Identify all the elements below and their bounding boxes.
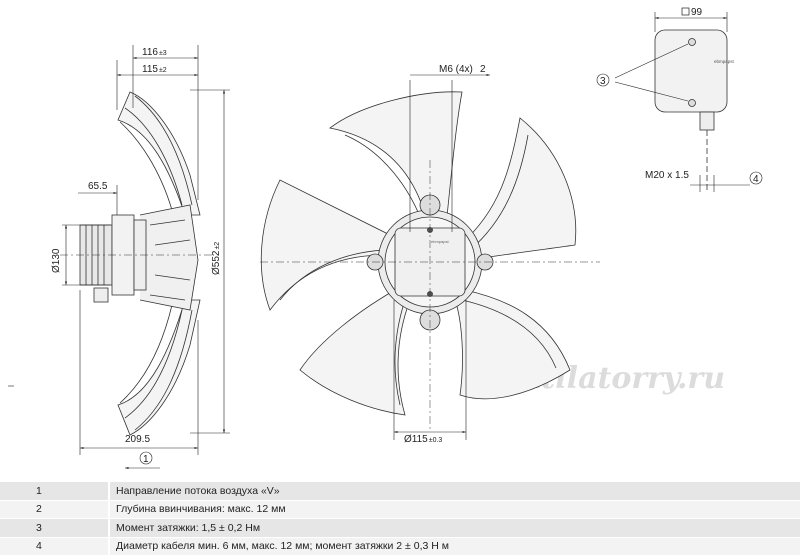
table-row: 3 Момент затяжки: 1,5 ± 0,2 Нм (0, 518, 800, 538)
callout-circle-4 (749, 171, 763, 185)
callout-4: 4 (753, 174, 759, 185)
dim-99: 99 (691, 7, 703, 18)
note-num: 3 (0, 518, 110, 538)
front-dimensions (393, 73, 490, 440)
callout-2: 2 (480, 64, 486, 75)
dim-m6: M6 (4x) (439, 64, 473, 75)
table-row: 2 Глубина ввинчивания: макс. 12 мм (0, 500, 800, 519)
side-dimensions (8, 45, 230, 470)
note-num: 1 (0, 482, 110, 501)
note-text: Глубина ввинчивания: макс. 12 мм (109, 500, 800, 519)
side-view (60, 91, 215, 436)
note-text: Направление потока воздуха «V» (109, 482, 800, 501)
dim-116: 116±3 (142, 47, 167, 58)
table-row: 1 Направление потока воздуха «V» (0, 482, 800, 501)
dim-209-5: 209.5 (125, 434, 150, 445)
callout-circle-3 (596, 73, 610, 87)
callout-1: 1 (143, 454, 149, 465)
table-row: 4 Диаметр кабеля мин. 6 мм, макс. 12 мм;… (0, 537, 800, 556)
dim-65-5: 65.5 (88, 181, 108, 192)
note-num: 4 (0, 537, 110, 556)
square-symbol (681, 7, 690, 16)
front-view (260, 91, 577, 416)
dim-552: Ø552±2 (211, 242, 222, 275)
notes-table: 1 Направление потока воздуха «V» 2 Глуби… (0, 482, 800, 556)
dim-130: Ø130 (51, 248, 62, 273)
dim-m20: M20 x 1.5 (645, 170, 689, 181)
box-logo: ebmpapst (714, 59, 735, 64)
box-dimensions (614, 12, 750, 192)
technical-drawing: Ventilatorry.ru (8, 7, 763, 470)
callout-3: 3 (600, 76, 606, 87)
hub-logo: ebmpapst (431, 239, 449, 244)
dim-115: 115±2 (142, 64, 167, 75)
terminal-box (654, 29, 728, 190)
note-text: Момент затяжки: 1,5 ± 0,2 Нм (109, 518, 800, 538)
note-text: Диаметр кабеля мин. 6 мм, макс. 12 мм; м… (109, 537, 800, 556)
callout-circle-1 (139, 451, 153, 465)
note-num: 2 (0, 500, 110, 519)
dim-hub-115: Ø115±0.3 (404, 434, 442, 445)
